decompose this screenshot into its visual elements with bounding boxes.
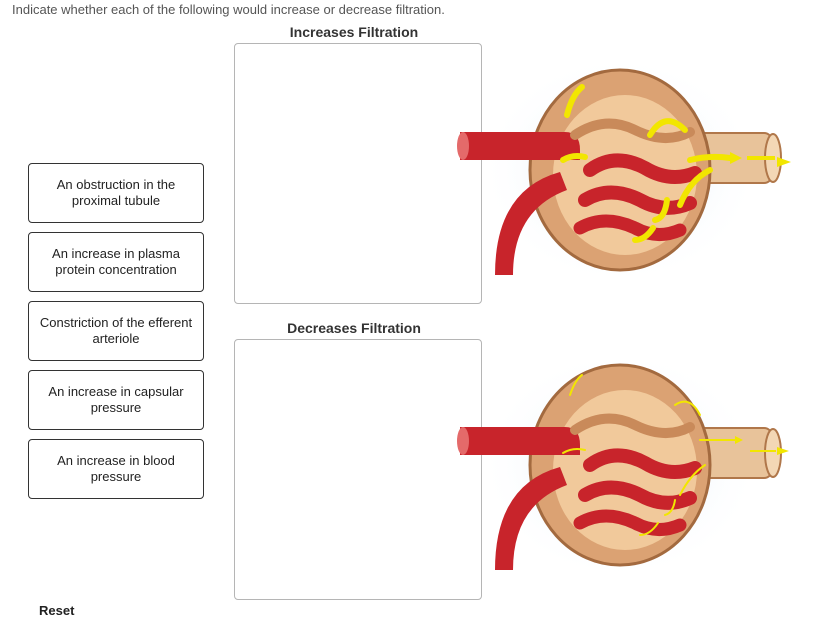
instruction-text: Indicate whether each of the following w… (12, 2, 445, 17)
answer-card-label: An increase in capsular pressure (48, 384, 184, 415)
answer-card-label: Constriction of the efferent arteriole (39, 315, 193, 346)
glomerulus-decrease-illustration (457, 355, 789, 580)
reset-button[interactable]: Reset (39, 603, 75, 618)
answer-card-plasma-protein[interactable]: An increase in plasma protein concentrat… (28, 232, 204, 292)
answer-card-efferent-arteriole[interactable]: Constriction of the efferent arteriole (28, 301, 204, 361)
answer-card-capsular-pressure[interactable]: An increase in capsular pressure (28, 370, 204, 430)
decreases-filtration-drop-zone[interactable] (234, 339, 482, 600)
increases-filtration-title: Increases Filtration (289, 24, 419, 40)
answer-card-label: An increase in blood pressure (57, 453, 175, 484)
answer-card-label: An increase in plasma protein concentrat… (52, 246, 180, 277)
answer-card-label: An obstruction in the proximal tubule (56, 177, 176, 208)
increases-filtration-drop-zone[interactable] (234, 43, 482, 304)
decreases-filtration-title: Decreases Filtration (287, 320, 421, 336)
answer-card-blood-pressure[interactable]: An increase in blood pressure (28, 439, 204, 499)
glomerulus-increase-illustration (457, 60, 791, 285)
answer-card-proximal-tubule[interactable]: An obstruction in the proximal tubule (28, 163, 204, 223)
